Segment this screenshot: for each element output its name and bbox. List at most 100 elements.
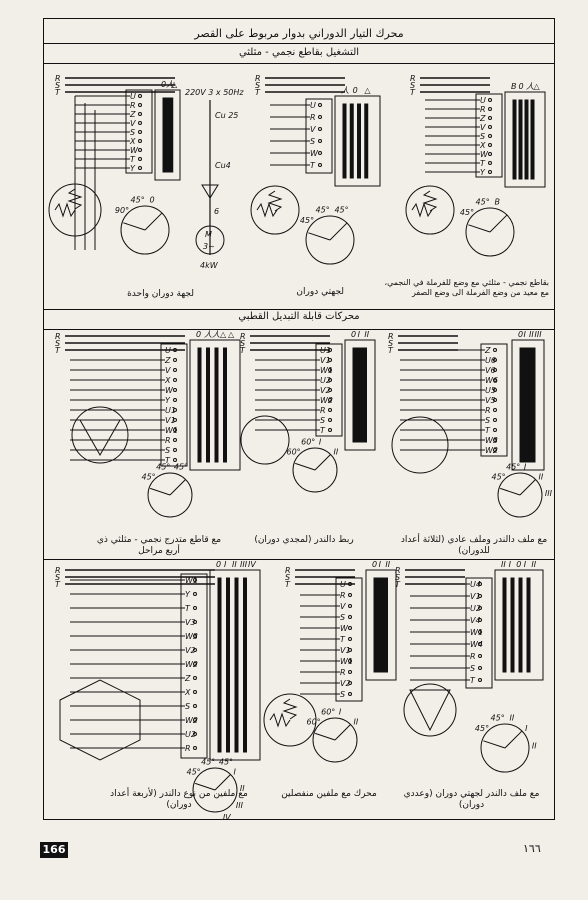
dial-angle-label: 45° xyxy=(300,216,314,225)
contact-bar xyxy=(226,577,230,753)
terminal-dot xyxy=(488,107,492,111)
contact-bar xyxy=(223,347,227,463)
switch-position-label: IV xyxy=(248,560,256,569)
dial-pointer xyxy=(504,730,523,749)
supply-label-R: R xyxy=(410,74,416,83)
caption-3-3: مع ملف دالندر لجهتي دوران (وعددي دوران) xyxy=(403,789,540,810)
contact-bar xyxy=(363,347,367,443)
supply-label-S: S xyxy=(410,81,415,90)
terminal-dot xyxy=(173,358,177,362)
terminal-dot xyxy=(348,670,352,674)
dial-angle-label: 45° xyxy=(492,472,506,481)
switch-position-label: 0 xyxy=(161,80,166,89)
switch-position-label: 0 xyxy=(518,330,523,339)
switch-position-label: 人 xyxy=(341,86,349,95)
dial-pointer xyxy=(214,774,231,791)
terminal-label: R xyxy=(185,744,191,753)
winding-triangle xyxy=(79,419,121,457)
terminal-dot xyxy=(493,388,497,392)
switch-position-label: 0 xyxy=(351,330,356,339)
dial-pointer xyxy=(144,212,163,231)
terminal-label: W3 xyxy=(485,436,498,445)
terminal-label: X xyxy=(129,137,136,146)
supply-label-T: T xyxy=(55,88,61,97)
terminal-label: V1 xyxy=(165,416,176,425)
supply-label-T: T xyxy=(255,88,261,97)
winding-triangle xyxy=(409,689,451,732)
terminal-dot xyxy=(138,103,142,107)
terminal-dot xyxy=(318,103,322,107)
supply-label-R: R xyxy=(395,566,401,575)
contact-bar xyxy=(380,577,385,673)
terminal-label: W xyxy=(340,624,349,633)
terminal-dot xyxy=(193,732,197,736)
dial-angle-label: 60° xyxy=(321,707,335,716)
terminal-dot xyxy=(173,438,177,442)
contact-bar xyxy=(512,99,517,180)
contact-bar xyxy=(356,347,360,443)
terminal-label: V6 xyxy=(485,366,496,375)
dial-angle-label: IV xyxy=(223,813,231,822)
terminal-label: U xyxy=(480,96,486,105)
terminal-label: W1 xyxy=(340,657,353,666)
terminal-label: U4 xyxy=(470,580,481,589)
terminal-dot xyxy=(328,348,332,352)
motor-label: M xyxy=(205,230,212,239)
terminal-label: T xyxy=(165,456,171,465)
dial-pointer xyxy=(314,454,331,471)
dial-angle-label: 45° xyxy=(187,767,201,776)
dial-angle-label: III xyxy=(236,801,244,810)
supply-label-S: S xyxy=(285,573,290,582)
terminal-label: S xyxy=(320,416,325,425)
motor-7 xyxy=(391,416,449,474)
terminal-label: Y xyxy=(185,590,191,599)
terminal-label: Y xyxy=(165,396,171,405)
motor-9 xyxy=(403,683,457,737)
divider xyxy=(44,63,554,64)
contact-bar xyxy=(510,577,515,673)
terminal-label: S xyxy=(185,702,190,711)
terminal-label: V1 xyxy=(340,646,351,655)
terminal-label: Z xyxy=(479,114,486,123)
contact-bar xyxy=(243,577,247,753)
terminal-dot xyxy=(173,448,177,452)
terminal-dot xyxy=(478,666,482,670)
terminal-label: U2 xyxy=(320,376,331,385)
supply-label-S: S xyxy=(388,339,393,348)
terminal-dot xyxy=(488,98,492,102)
terminal-dot xyxy=(193,634,197,638)
dial-pointer xyxy=(308,232,331,241)
terminal-dot xyxy=(478,606,482,610)
contact-bar xyxy=(214,347,219,463)
contact-bar xyxy=(352,347,357,443)
contact-bar xyxy=(197,347,202,463)
terminal-label: V xyxy=(165,366,171,375)
terminal-dot xyxy=(173,368,177,372)
motor-2 xyxy=(195,225,225,255)
supply-label-R: R xyxy=(55,74,61,83)
winding xyxy=(67,188,83,210)
switch-position-label: I xyxy=(524,330,527,339)
terminal-dot xyxy=(493,438,497,442)
dial-angle-label: I xyxy=(319,437,322,446)
switch-position-label: B xyxy=(511,82,517,91)
page-title: محرك التيار الدوراني بدوار مربوط على الق… xyxy=(194,27,404,40)
supply-label-T: T xyxy=(388,346,394,355)
terminal-dot xyxy=(193,718,197,722)
terminal-dot xyxy=(138,157,142,161)
terminal-label: V2 xyxy=(340,679,351,688)
terminal-dot xyxy=(318,163,322,167)
terminal-dot xyxy=(488,143,492,147)
divider xyxy=(44,309,554,310)
switch-position-label: 人 xyxy=(166,80,174,89)
terminal-label: V xyxy=(340,602,346,611)
terminal-label: Z xyxy=(484,346,491,355)
switch-block-2 xyxy=(334,95,381,187)
terminal-dot xyxy=(493,398,497,402)
contact-bar xyxy=(357,103,361,179)
terminal-dot xyxy=(173,378,177,382)
terminal-label: S xyxy=(480,132,485,141)
dial-pointer xyxy=(195,782,216,791)
switch-position-label: 0 xyxy=(519,82,524,91)
dial-4 xyxy=(147,472,193,518)
